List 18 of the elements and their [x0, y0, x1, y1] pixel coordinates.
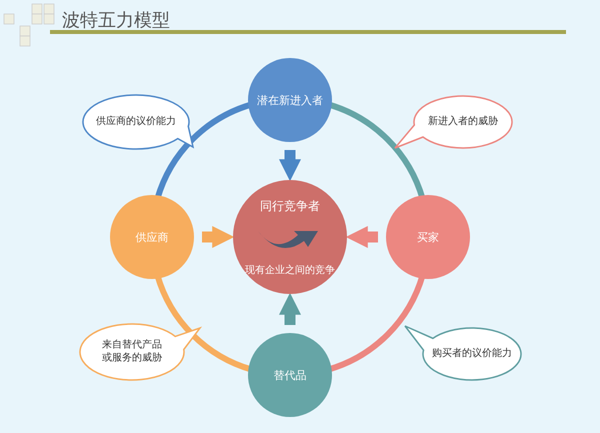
- block-arrow: [279, 150, 301, 182]
- bubble-text: 新进入者的威胁: [427, 116, 499, 128]
- bubble-text: 购买者的议价能力: [431, 348, 513, 360]
- circle-label: 现有企业之间的竞争: [245, 264, 335, 276]
- circle-label: 替代品: [274, 368, 306, 382]
- speech-bubble: [392, 95, 514, 151]
- circle-label: 买家: [417, 230, 439, 244]
- block-arrow: [202, 226, 234, 248]
- speech-bubble: [403, 324, 523, 382]
- diagram-title: 波特五力模型: [62, 9, 170, 32]
- block-arrow: [346, 226, 378, 248]
- circle-label: 同行竞争者: [260, 198, 320, 214]
- speech-bubble: [78, 322, 204, 382]
- block-arrow: [279, 292, 301, 325]
- bubble-text: 供应商的议价能力: [95, 116, 177, 128]
- circle-label: 潜在新进入者: [257, 92, 323, 108]
- bubble-text: 来自替代产品或服务的威胁: [101, 340, 163, 364]
- circle-label: 供应商: [136, 230, 168, 244]
